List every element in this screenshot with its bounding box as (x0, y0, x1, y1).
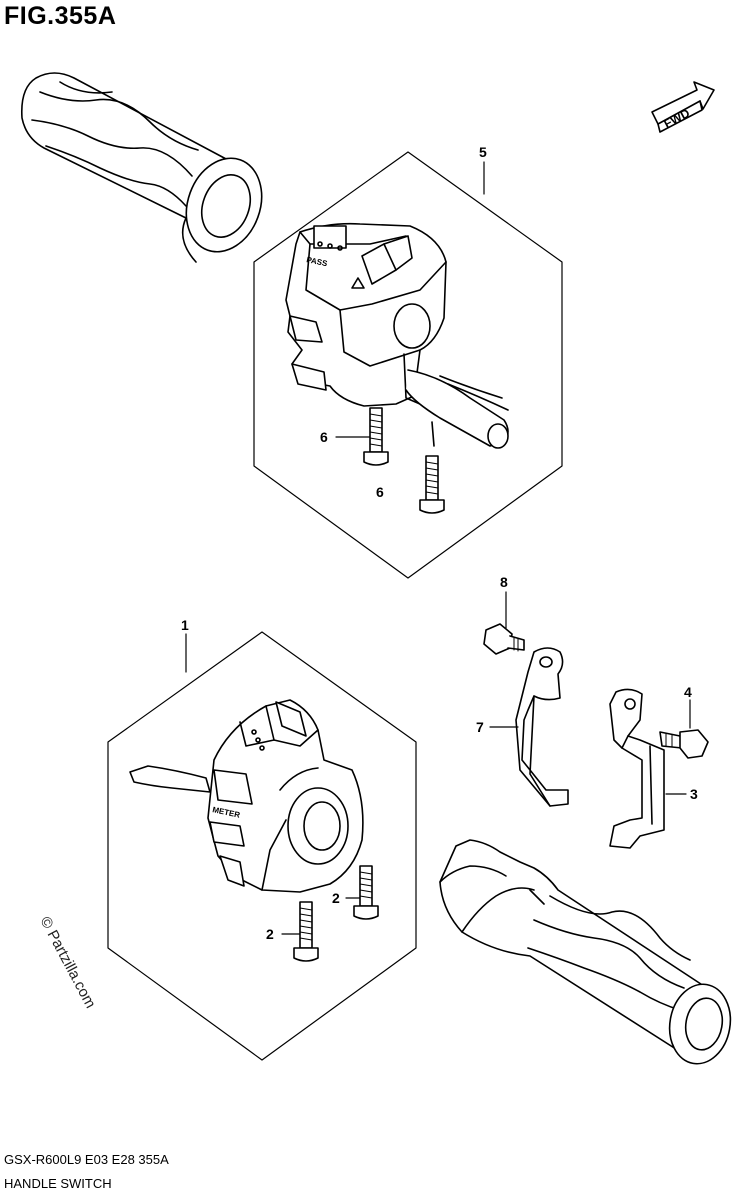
callout-2a: 2 (266, 926, 274, 942)
bracket-3 (609, 688, 665, 849)
left-grip (20, 72, 263, 263)
fwd-arrow-icon: FWD (651, 81, 715, 133)
left-handle-switch: METER (129, 699, 364, 893)
screw-2-right (353, 865, 379, 920)
section-name: HANDLE SWITCH (4, 1176, 112, 1191)
callout-4: 4 (684, 684, 692, 700)
callout-3: 3 (690, 786, 698, 802)
pass-label: PASS (306, 255, 329, 268)
callout-5: 5 (479, 144, 487, 160)
assembly-outline-5 (253, 151, 563, 579)
bolt-8 (483, 623, 525, 655)
bracket-7 (515, 647, 569, 807)
screw-2-left (293, 901, 319, 962)
model-code: GSX-R600L9 E03 E28 355A (4, 1152, 169, 1167)
right-handle-switch: PASS (285, 222, 509, 449)
figure-title: FIG.355A (4, 2, 117, 30)
callout-8: 8 (500, 574, 508, 590)
callout-1: 1 (181, 617, 189, 633)
screw-6-left (363, 407, 389, 466)
callout-2b: 2 (332, 890, 340, 906)
bolt-4 (659, 729, 709, 759)
callout-6b: 6 (376, 484, 384, 500)
watermark: © Partzilla.com (36, 914, 98, 1011)
callout-6a: 6 (320, 429, 328, 445)
right-grip (439, 839, 732, 1065)
assembly-outline-1 (107, 631, 417, 1061)
callout-7: 7 (476, 719, 484, 735)
screw-6-right (419, 455, 445, 514)
